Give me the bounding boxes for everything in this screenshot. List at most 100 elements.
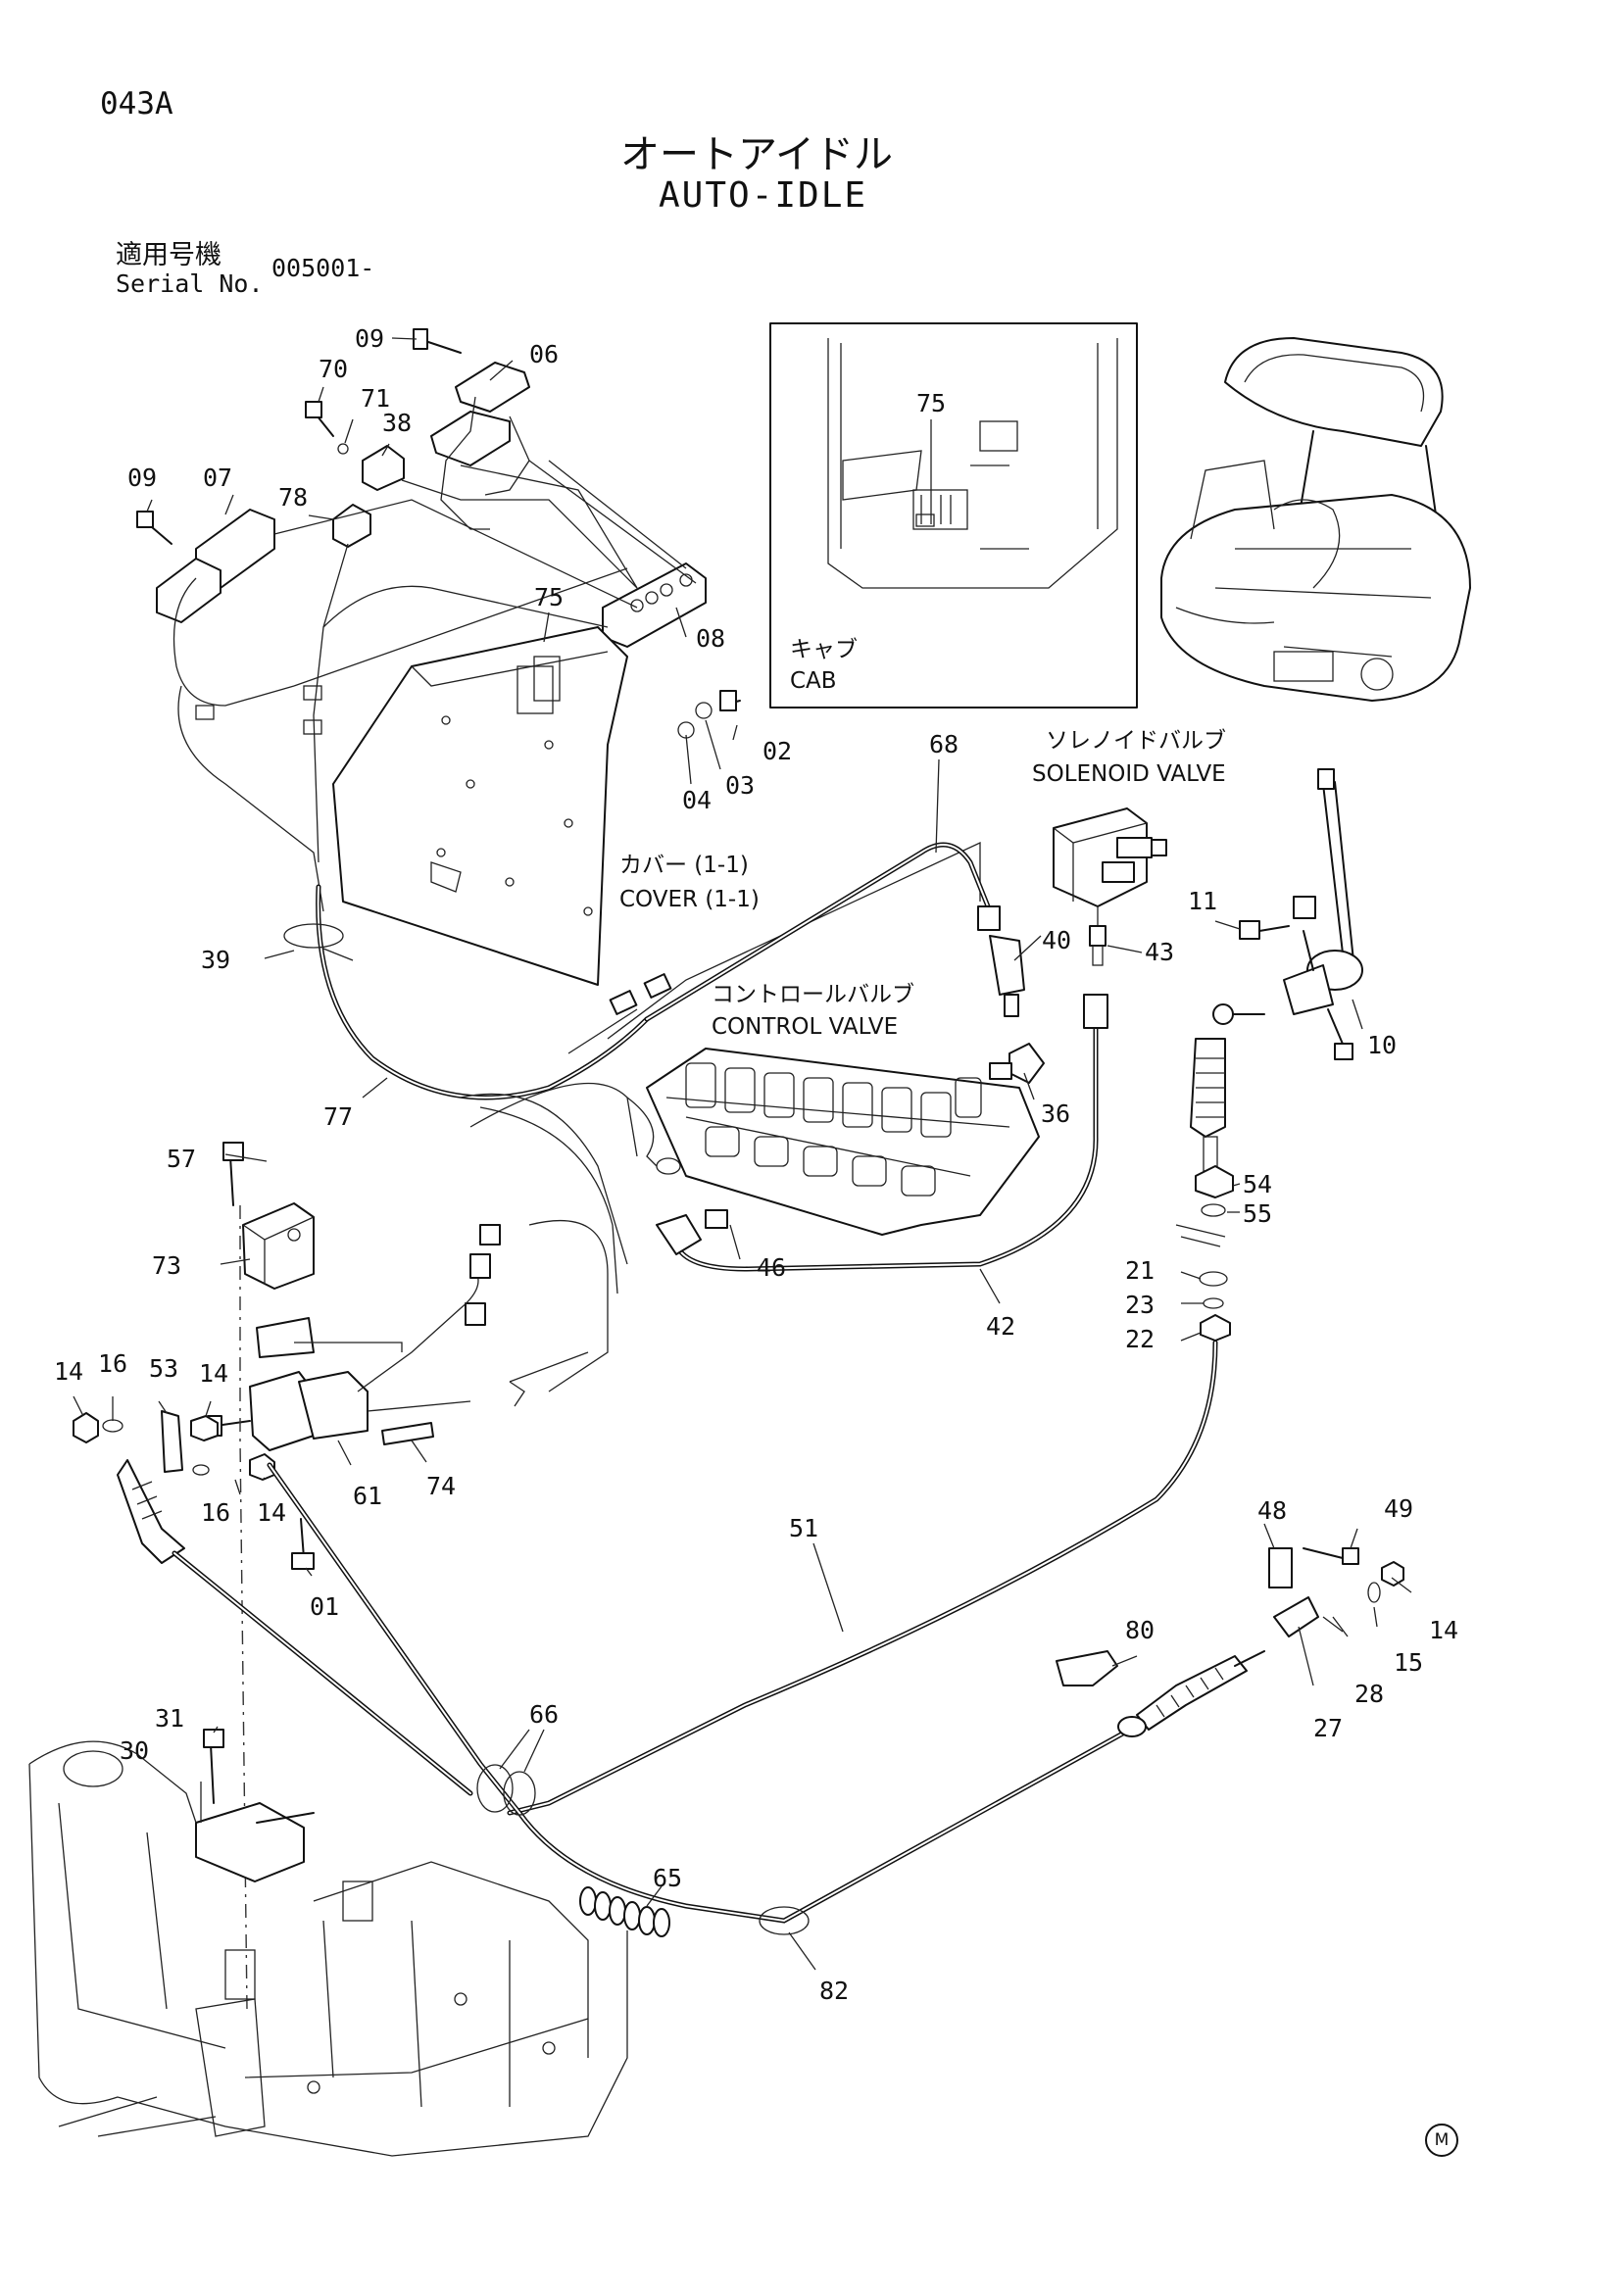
callout-14d: 14: [1429, 1616, 1458, 1644]
part-78: [332, 504, 371, 548]
clamp-39: [283, 923, 344, 949]
label-75-cab: [912, 489, 968, 530]
callout-80: 80: [1125, 1616, 1155, 1644]
part-06: [455, 362, 530, 413]
bracket-48: [1268, 1547, 1293, 1588]
callout-43: 43: [1145, 938, 1174, 966]
solenoid-note: SOLENOID VALVE: [1032, 761, 1226, 787]
callout-40: 40: [1042, 926, 1071, 954]
cover-note: COVER (1-1): [619, 887, 760, 912]
actuator-assembly: [73, 1142, 491, 2010]
cab-inset: 75 キャブ CAB: [769, 322, 1138, 708]
harness-77: [283, 841, 981, 1407]
callout-71: 71: [361, 384, 390, 413]
switch-40: [989, 935, 1025, 996]
cable-65: [117, 1459, 1404, 1937]
serial-label: Serial No.: [116, 269, 264, 298]
leader-lines: [73, 337, 1412, 1971]
nut-22: [1200, 1314, 1231, 1342]
callout-30: 30: [120, 1736, 149, 1765]
callout-28: 28: [1354, 1680, 1384, 1708]
part-36: [1008, 1043, 1045, 1084]
excavator-overview: [1160, 337, 1471, 702]
nut-14: [73, 1412, 99, 1443]
washer-55: [1201, 1203, 1226, 1217]
solenoid-valve: ソレノイドバルブ SOLENOID VALVE: [1032, 728, 1226, 966]
callout-75-cab: 75: [916, 389, 946, 417]
callout-57: 57: [167, 1145, 196, 1173]
callout-09b: 09: [127, 464, 157, 492]
bracket-80: [1056, 1650, 1118, 1686]
callout-48: 48: [1257, 1496, 1287, 1525]
callout-06: 06: [529, 340, 559, 368]
callout-51: 51: [789, 1514, 818, 1542]
callout-73: 73: [152, 1251, 181, 1280]
cab-note: CAB: [790, 668, 837, 694]
callout-08: 08: [696, 624, 725, 653]
diagram-title: AUTO-IDLE: [659, 175, 868, 216]
bracket-27: [1273, 1596, 1319, 1637]
part-38: [362, 445, 405, 491]
callout-46: 46: [757, 1253, 786, 1282]
callout-02: 02: [762, 737, 792, 765]
connector: [479, 1224, 501, 1246]
page-code: 043A: [100, 86, 173, 122]
callout-07: 07: [203, 464, 232, 492]
cover-panel: カバー (1-1) COVER (1-1): [332, 626, 760, 986]
callout-77: 77: [323, 1102, 353, 1131]
callout-61: 61: [353, 1482, 382, 1510]
callout-23: 23: [1125, 1291, 1155, 1319]
washer-21: [1199, 1271, 1228, 1287]
callout-03: 03: [725, 771, 755, 800]
nut-54: [1195, 1165, 1234, 1198]
control-valve: コントロールバルブ CONTROL VALVE: [646, 982, 1040, 1236]
callout-04: 04: [682, 786, 712, 814]
diagram-title-japanese: オートアイドル: [620, 132, 893, 177]
switch-assembly: [156, 362, 707, 912]
callout-16b: 16: [201, 1498, 230, 1527]
part-43: [1089, 925, 1107, 947]
bolt-31: [203, 1729, 224, 1748]
plate-53: [161, 1410, 183, 1473]
washer-23: [1203, 1297, 1224, 1309]
callout-75: 75: [534, 583, 564, 611]
bracket-73: [242, 1202, 315, 1290]
callout-65: 65: [653, 1864, 682, 1892]
bolt-01: [291, 1552, 315, 1570]
callout-21: 21: [1125, 1256, 1155, 1285]
callout-14c: 14: [257, 1498, 286, 1527]
part-74: [381, 1422, 434, 1445]
callout-09: 09: [355, 324, 384, 353]
machine-frame: [28, 1729, 628, 2157]
callout-42: 42: [986, 1312, 1015, 1341]
callout-78: 78: [278, 483, 308, 512]
solenoid-note-jp: ソレノイドバルブ: [1046, 728, 1226, 754]
fasteners-top: [136, 328, 741, 739]
control-valve-note: CONTROL VALVE: [712, 1014, 898, 1040]
callout-labels: 09 06 70 71 38 09 07 78 75 08 02 03 04 7…: [54, 324, 1458, 2005]
serial-label-japanese: 適用号機: [116, 240, 221, 270]
callout-70: 70: [319, 355, 348, 383]
callout-22: 22: [1125, 1325, 1155, 1353]
cab-note-jp: キャブ: [790, 637, 858, 662]
bracket-30: [195, 1802, 305, 1882]
hose-68: [644, 842, 1108, 1272]
callout-54: 54: [1243, 1170, 1272, 1198]
callout-01: 01: [310, 1592, 339, 1621]
cab-wall: [827, 338, 1118, 589]
callout-14a: 14: [54, 1357, 83, 1386]
callout-14b: 14: [199, 1359, 228, 1388]
callout-10: 10: [1367, 1031, 1397, 1059]
clamp-66: [476, 1764, 514, 1813]
callout-82: 82: [819, 1977, 849, 2005]
callout-74: 74: [426, 1472, 456, 1500]
serial-number: 005001-: [271, 254, 375, 282]
callout-55: 55: [1243, 1199, 1272, 1228]
callout-53: 53: [149, 1354, 178, 1383]
callout-31: 31: [155, 1704, 184, 1733]
manufacturer-mark: M: [1425, 2124, 1458, 2157]
cover-note-jp: カバー (1-1): [619, 853, 749, 878]
callout-15: 15: [1394, 1648, 1423, 1677]
